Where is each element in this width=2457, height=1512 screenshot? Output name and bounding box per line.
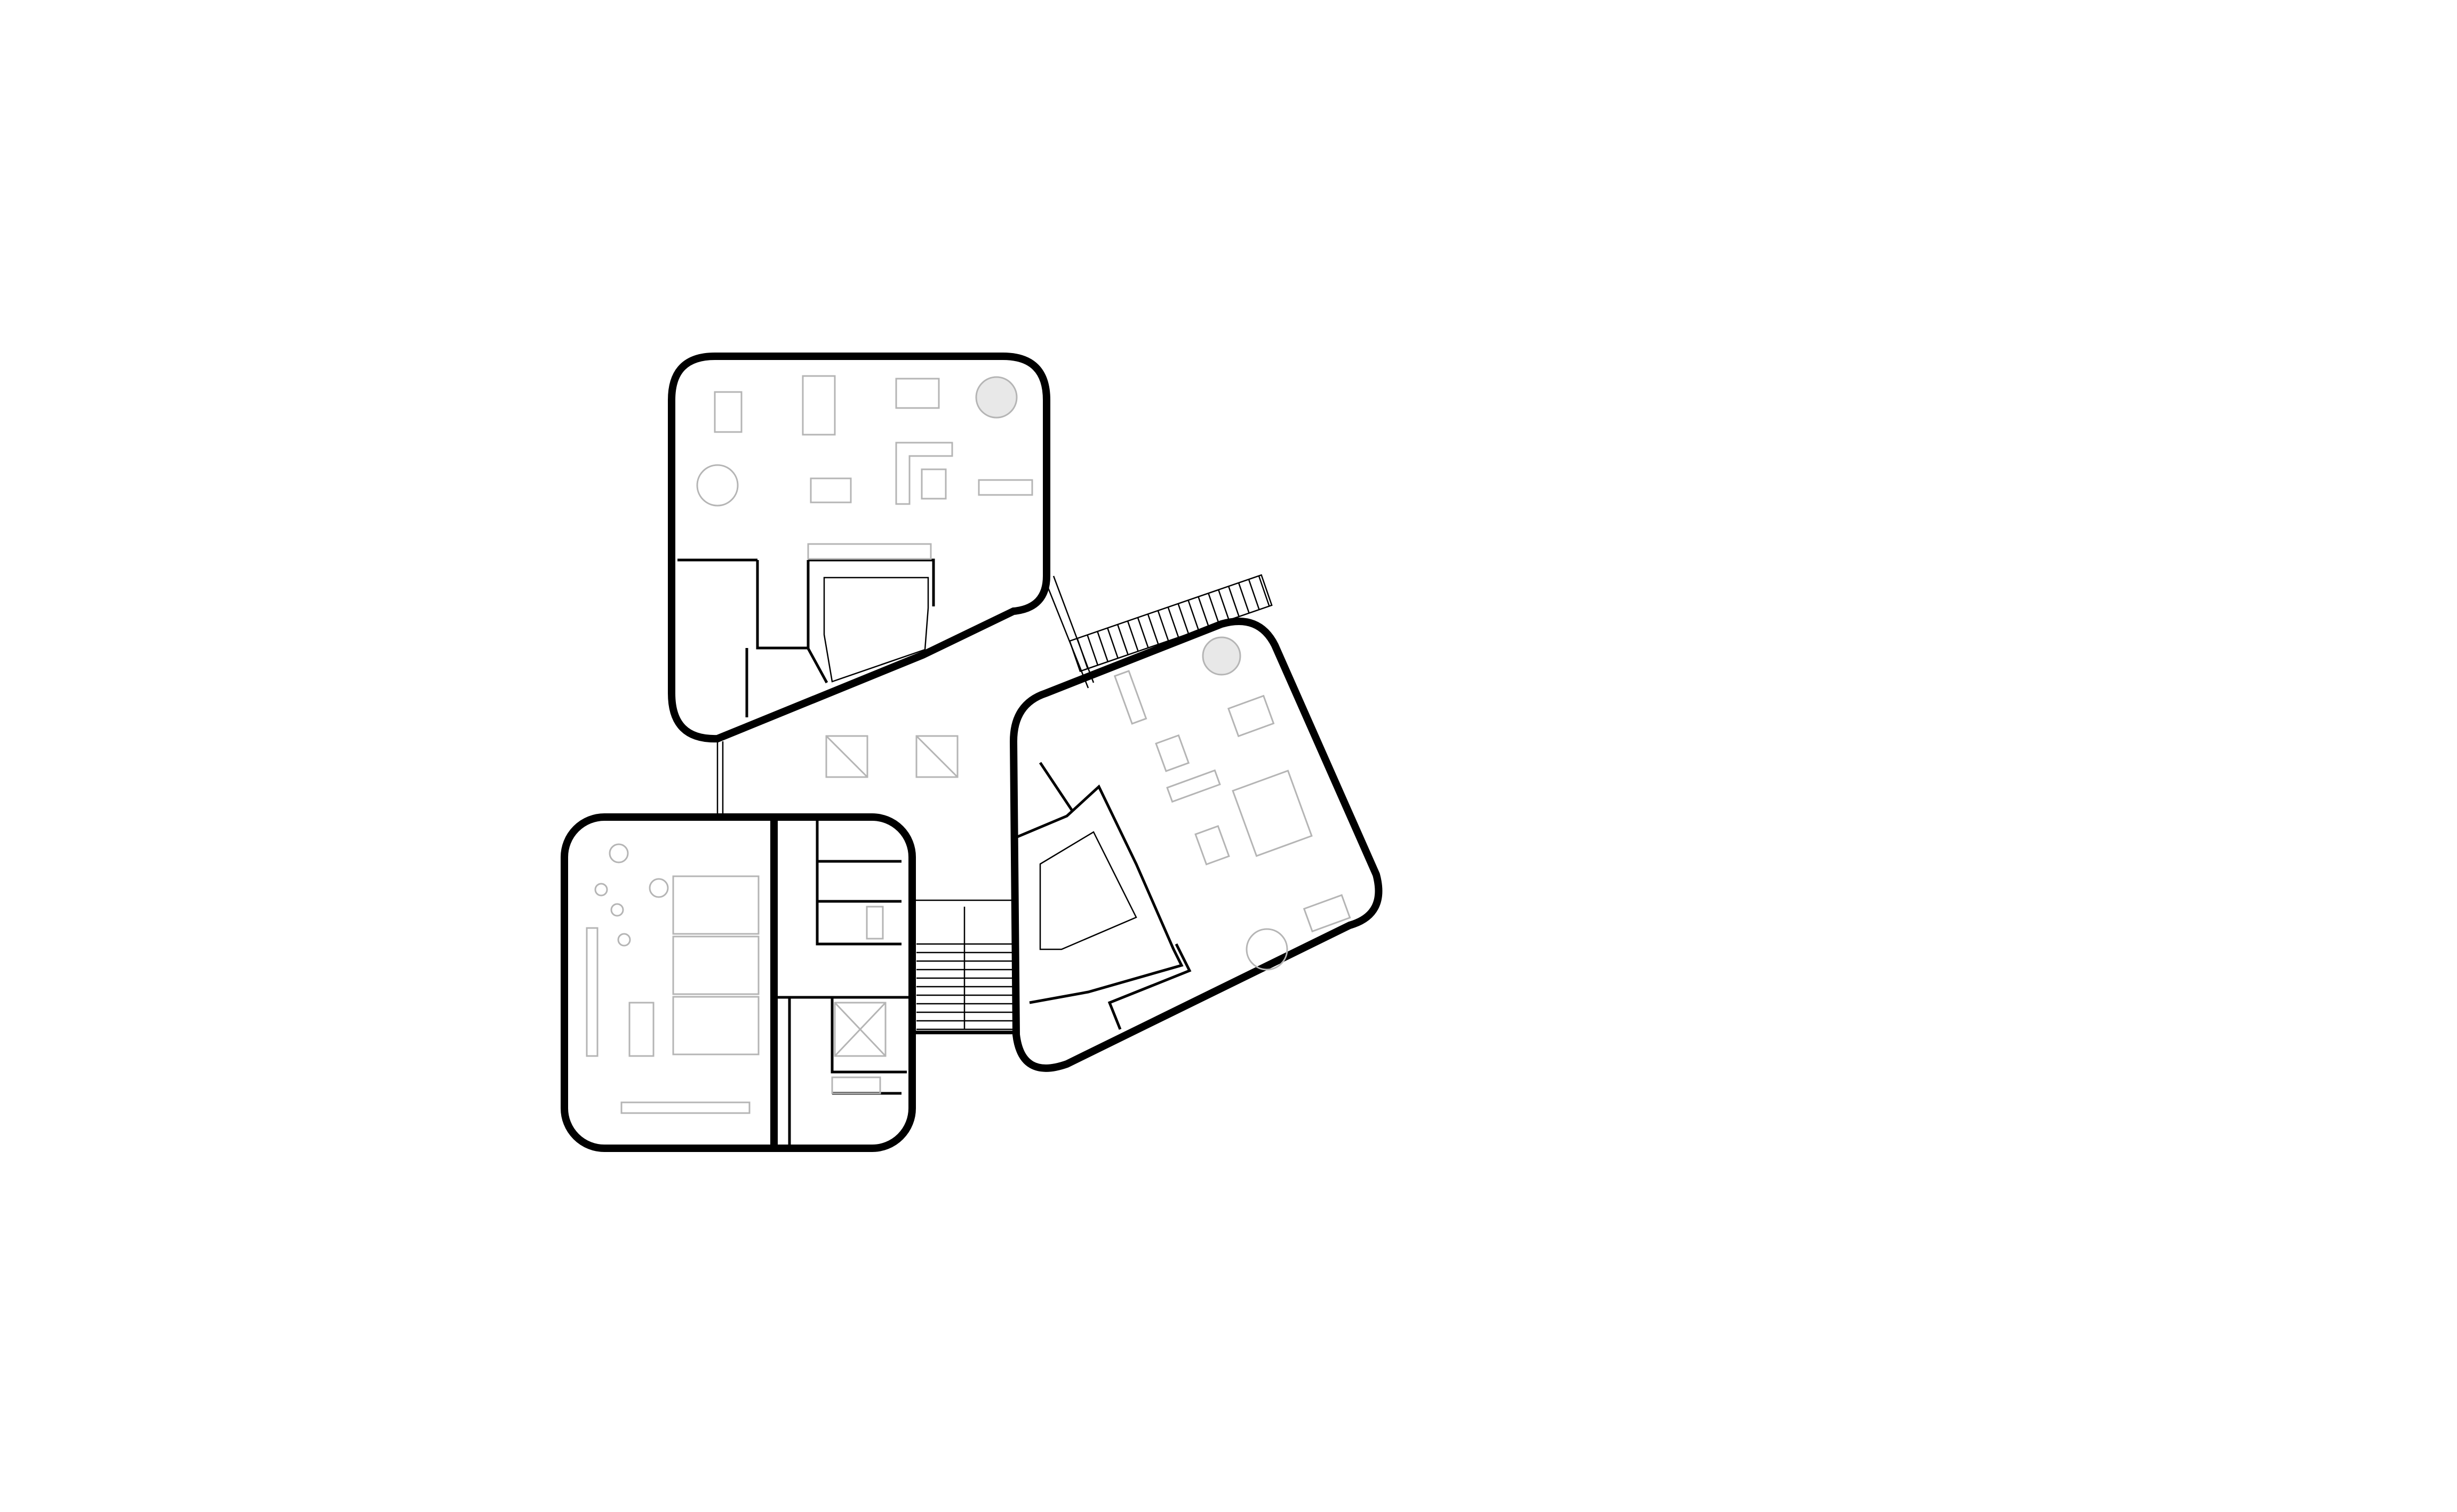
dining-table (1303, 894, 1351, 933)
dining-table (1194, 825, 1230, 866)
block-east (1009, 618, 1383, 1072)
stair-tread (1087, 635, 1099, 666)
central-hall (716, 575, 1095, 1035)
bench (1166, 769, 1221, 803)
mattress (672, 875, 760, 935)
block-west-inner-walls (774, 817, 912, 1148)
bench (620, 1101, 751, 1114)
stair-tread (1238, 582, 1250, 613)
round-table (696, 464, 739, 507)
stair-tread (1167, 606, 1179, 638)
stair-tread (1198, 596, 1210, 627)
furniture-east (1113, 636, 1351, 971)
play-ball (594, 883, 608, 897)
stair-treads (1076, 575, 1270, 669)
mattress (672, 996, 760, 1055)
dining-table (810, 477, 852, 503)
stair-tread (1127, 621, 1139, 652)
block-north (668, 353, 1050, 743)
play-ball (609, 843, 629, 863)
block-north-outer-wall (668, 353, 1050, 743)
bench (586, 927, 599, 1057)
round-table (1246, 928, 1288, 971)
furniture-north (696, 375, 1033, 560)
staircase-treads (916, 907, 1012, 1030)
furniture-west (586, 843, 887, 1114)
kitchenette (831, 1076, 881, 1094)
plant (975, 376, 1018, 419)
stair-tread (1107, 628, 1119, 659)
bench (978, 479, 1033, 496)
stair-tread (1227, 586, 1240, 617)
block-east-core (1039, 831, 1137, 950)
stove (866, 906, 884, 940)
skylight (825, 735, 868, 778)
sofa (895, 378, 940, 409)
stair-tread (1137, 617, 1149, 649)
block-north-inner-walls (677, 558, 935, 717)
external-stair (1068, 574, 1273, 673)
skylight (915, 735, 959, 778)
sofa (1227, 694, 1275, 738)
block-east-inner-walls (1016, 762, 1192, 1030)
block-north-core (823, 577, 929, 683)
play-ball (610, 903, 624, 917)
stair-tread (1116, 624, 1129, 655)
play-ball (617, 933, 631, 947)
corner-sofa (895, 442, 953, 505)
stair-tread (1097, 631, 1109, 662)
shower (834, 1002, 887, 1057)
square-table (921, 468, 947, 500)
stair-tread (1157, 610, 1169, 642)
play-ball (649, 878, 669, 898)
hall-link-wall (716, 575, 1095, 817)
counter (807, 543, 932, 560)
block-east-outer-wall (1009, 618, 1383, 1072)
plant (1202, 636, 1241, 676)
stair-tread (1258, 575, 1270, 606)
block-west-outer-wall (561, 813, 916, 1152)
bunk-bed (802, 375, 836, 436)
shower-diagonal (834, 1002, 887, 1057)
stair-tread (1177, 603, 1190, 635)
dining-table (1155, 734, 1190, 772)
staircase (913, 899, 1016, 1035)
skylight-diagonal (915, 735, 959, 778)
stair-tread (1147, 613, 1159, 645)
block-west (561, 813, 916, 1152)
mattress (672, 935, 760, 995)
dining-table (714, 391, 743, 433)
climbing-ladder (628, 1002, 655, 1057)
skylight-diagonal (825, 735, 868, 778)
stair-tread (1187, 599, 1200, 631)
stair-tread (1248, 579, 1260, 610)
loft-bed (1232, 770, 1313, 857)
stair-tread (1208, 593, 1220, 624)
stair-tread (1218, 589, 1230, 620)
bench (1113, 670, 1147, 725)
